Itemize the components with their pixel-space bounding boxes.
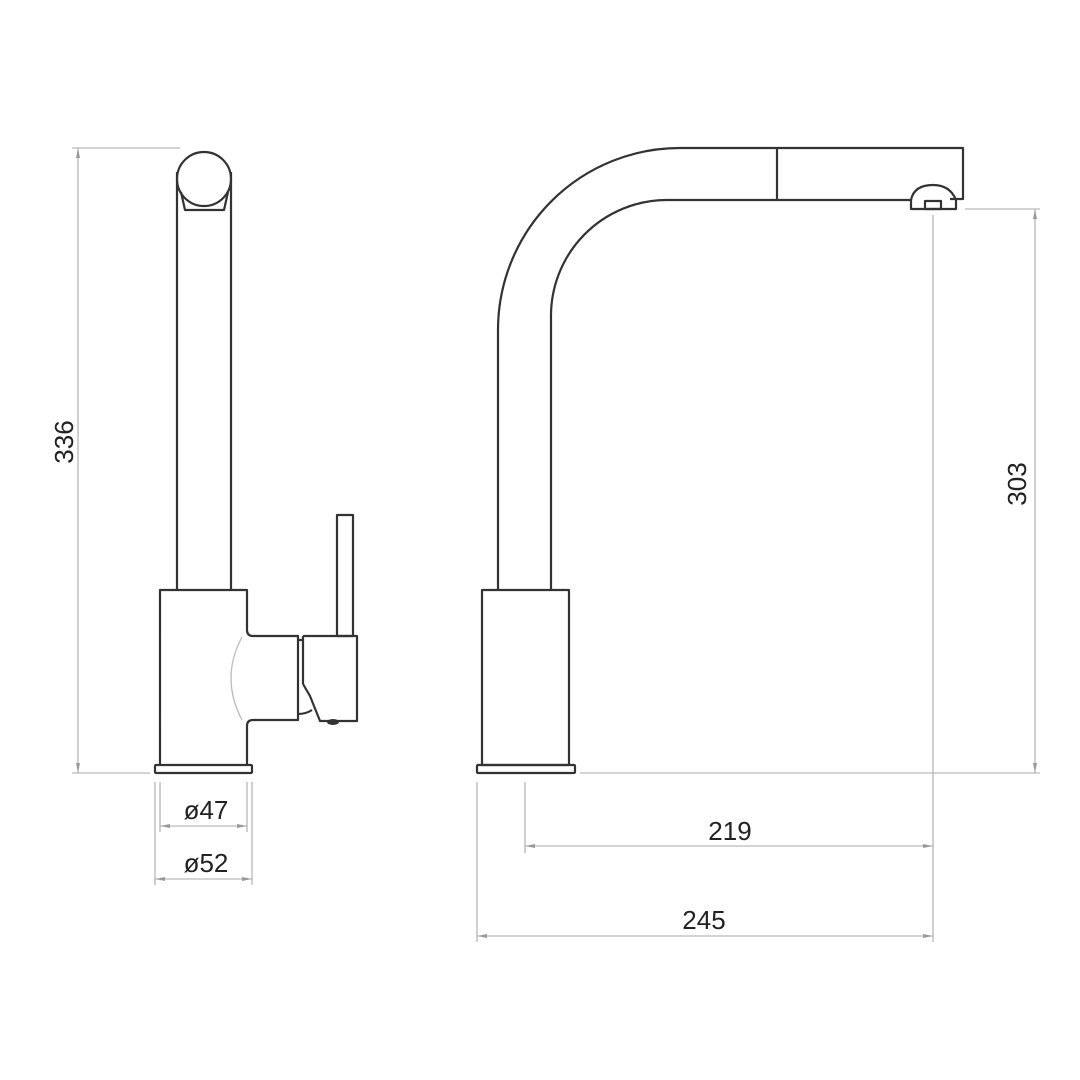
dim-overall-depth: 245 [682,905,725,935]
side-spout-head [175,150,233,208]
front-view [475,146,965,775]
side-lever-joint [297,638,313,716]
side-spout-tube [175,172,233,590]
front-body [480,588,571,767]
side-handle-rod [335,513,355,638]
side-base-plate [153,763,254,775]
side-view [153,150,359,775]
side-body-curve [230,636,243,721]
dim-overall-height: 336 [49,420,79,463]
front-spout-outer [496,146,965,590]
dim-base-diameter: ø52 [184,848,229,878]
dim-spout-reach: 219 [708,816,751,846]
dim-outlet-height: 303 [1002,462,1032,505]
front-base-plate [475,763,577,775]
front-aerator [909,183,958,211]
side-lever-cartridge [302,634,359,723]
front-aerator-outlet [923,199,943,211]
side-spout-collar [179,191,230,212]
front-spout-inner [549,198,910,590]
dim-body-diameter: ø47 [184,795,229,825]
side-lever-screw [327,719,339,725]
dimension-lines [72,147,1040,942]
side-body [158,588,300,765]
